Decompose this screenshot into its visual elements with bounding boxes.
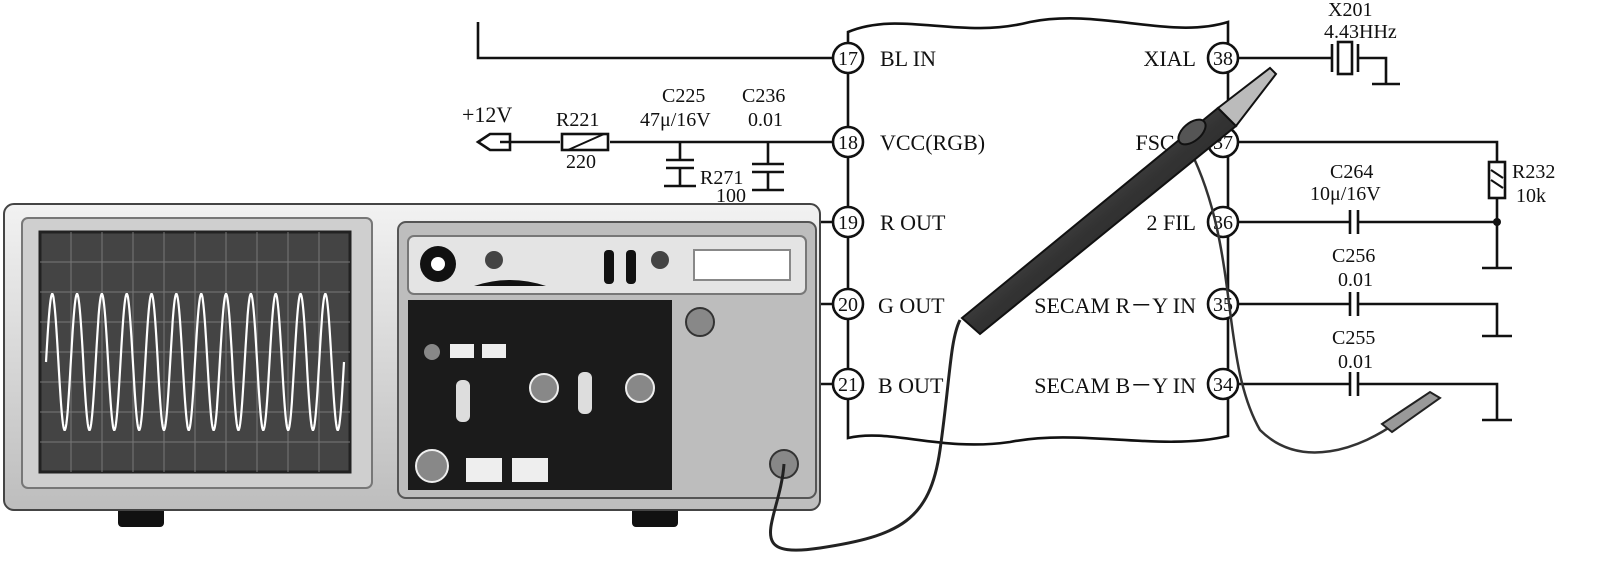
switch-a[interactable]: [604, 250, 614, 284]
c236-value: 0.01: [748, 109, 783, 131]
c256-value: 0.01: [1338, 269, 1373, 291]
x201-value: 4.43HHz: [1324, 21, 1397, 43]
pin17-bl-in: 17 BL IN: [476, 22, 936, 75]
r232-name: R232: [1512, 161, 1555, 183]
c264-value: 10μ/16V: [1310, 183, 1381, 205]
pin-21-label: B OUT: [878, 373, 944, 398]
pin-35-label: SECAM R－Y IN: [1034, 293, 1196, 318]
button-2[interactable]: [482, 344, 506, 358]
probe-tip: [1216, 66, 1278, 128]
pin-19-label: R OUT: [880, 210, 946, 235]
button-4[interactable]: [512, 458, 548, 482]
button-1[interactable]: [450, 344, 474, 358]
focus-knob[interactable]: [651, 251, 669, 269]
pin-18-label: VCC(RGB): [880, 130, 985, 155]
pin-20-label: G OUT: [878, 293, 945, 318]
pin-34-number: 34: [1213, 374, 1233, 396]
trigger-knob[interactable]: [685, 307, 715, 337]
knob-small-1[interactable]: [424, 344, 440, 360]
c255-value: 0.01: [1338, 351, 1373, 373]
c236-name: C236: [742, 85, 785, 107]
pin-17-label: BL IN: [880, 46, 936, 71]
ic-body-outline: [846, 17, 1230, 446]
c225-name: C225: [662, 85, 705, 107]
c256-name: C256: [1332, 245, 1375, 267]
slider-1[interactable]: [456, 380, 470, 422]
pin-20-number: 20: [838, 294, 858, 316]
pin36-fil: 36 2 FIL C264 10μ/16V: [1147, 161, 1501, 239]
switch-b[interactable]: [626, 250, 636, 284]
pin-36-label: 2 FIL: [1147, 210, 1197, 235]
pin-17-number: 17: [838, 48, 858, 70]
pin-34-label: SECAM B－Y IN: [1034, 373, 1196, 398]
handle-slot: [474, 280, 546, 286]
display-window: [693, 249, 791, 281]
c255-name: C255: [1332, 327, 1375, 349]
supply-label: +12V: [462, 102, 512, 127]
r232-value: 10k: [1516, 185, 1546, 207]
probe-ring: [1177, 118, 1207, 146]
pin18-vcc: +12V R221 220 C225 47μ/16V C236 0.01 R27…: [462, 85, 985, 207]
pin38-xial: 38 XIAL X201 4.43HHz: [1143, 0, 1400, 86]
sine-trace: [44, 293, 346, 431]
pin35-secam-ry: 35 SECAM R－Y IN C256 0.01: [1034, 245, 1512, 338]
button-3[interactable]: [466, 458, 502, 482]
pin19-r-out: 19 R OUT: [800, 205, 946, 239]
oscilloscope: [3, 203, 821, 527]
intensity-knob[interactable]: [485, 251, 503, 269]
pin-19-number: 19: [838, 212, 858, 234]
power-knob-center: [431, 257, 445, 271]
pin-38-number: 38: [1213, 48, 1233, 70]
r271-name: R271: [700, 167, 743, 189]
ground-clip: [1380, 390, 1442, 434]
pin-21-number: 21: [838, 374, 858, 396]
pin21-b-out: 21 B OUT: [800, 367, 944, 401]
pin20-g-out: 20 G OUT: [800, 287, 945, 321]
r271-value: 100: [716, 185, 746, 207]
pin-38-label: XIAL: [1143, 46, 1196, 71]
channel-knob-1[interactable]: [529, 373, 559, 403]
probe-cable: [769, 319, 962, 552]
pin-18-number: 18: [838, 132, 858, 154]
pin34-secam-by: 34 SECAM B－Y IN C255 0.01: [1034, 327, 1512, 422]
slider-2[interactable]: [578, 372, 592, 414]
c225-value: 47μ/16V: [640, 109, 711, 131]
channel-knob-2[interactable]: [625, 373, 655, 403]
c264-name: C264: [1330, 161, 1373, 183]
x201-name: X201: [1328, 0, 1372, 21]
ground-lead: [1188, 149, 1401, 454]
r221-value: 220: [566, 151, 596, 173]
r221-name: R221: [556, 109, 599, 131]
probe-input-1[interactable]: [415, 449, 449, 483]
